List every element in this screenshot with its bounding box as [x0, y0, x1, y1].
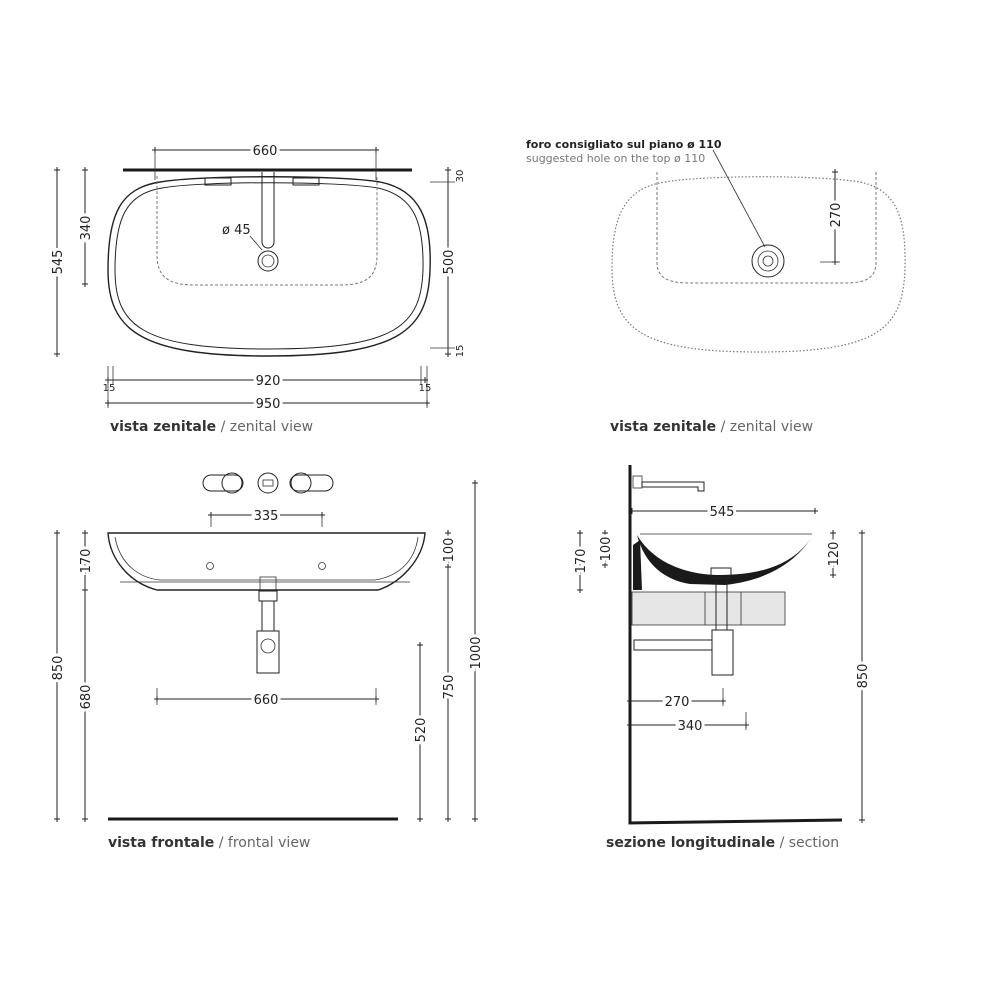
faucet-spout	[261, 172, 275, 249]
faucet-spout-side	[641, 481, 705, 492]
dim-170-section: 170	[574, 549, 589, 574]
dim-15-left: 15	[103, 383, 116, 394]
dim-270: 270	[829, 203, 844, 228]
dim-100: 100	[442, 538, 457, 563]
caption-top-view: vista zenitale / zenital view	[110, 419, 313, 435]
siphon	[256, 590, 280, 674]
dim-850: 850	[51, 656, 66, 681]
siphon-section	[633, 567, 734, 676]
dim-340: 340	[79, 216, 94, 241]
dim-335: 335	[254, 509, 279, 524]
dim-170: 170	[79, 549, 94, 574]
dim-850-section: 850	[856, 664, 871, 689]
faucet-handle-right	[292, 177, 320, 186]
faucet-handle-left	[204, 177, 232, 186]
countertop	[631, 591, 786, 626]
basin-outline	[107, 176, 431, 357]
dim-660-front: 660	[254, 693, 279, 708]
drain-icon	[257, 250, 279, 272]
dim-520: 520	[414, 718, 429, 743]
dim-680: 680	[79, 685, 94, 710]
dim-750: 750	[442, 675, 457, 700]
hole-icon	[751, 244, 785, 278]
dim-500: 500	[442, 250, 457, 275]
dim-340-section: 340	[678, 719, 703, 734]
dim-920: 920	[256, 374, 281, 389]
caption-section: sezione longitudinale / section	[606, 835, 839, 851]
dim-drain-diameter: ø 45	[222, 223, 251, 238]
dim-270-section: 270	[665, 695, 690, 710]
faucet-handle-left	[202, 474, 244, 492]
top-view-hole: foro consigliato sul piano ø 110 suggest…	[526, 138, 906, 435]
caption-front-view: vista frontale / frontal view	[108, 835, 310, 851]
caption-top-view-hole: vista zenitale / zenital view	[610, 419, 813, 435]
front-view: 335 660 850 170 680 100 750 520 1000 vis…	[48, 472, 487, 851]
section-view: 545 270 340 170 100 120 850 sezione long…	[571, 465, 874, 851]
wall-floor-line	[628, 465, 843, 825]
note-hole-it: foro consigliato sul piano ø 110	[526, 138, 722, 151]
dim-545: 545	[51, 250, 66, 275]
dim-660: 660	[253, 144, 278, 159]
note-hole-en: suggested hole on the top ø 110	[526, 152, 705, 165]
top-view: ø 45 660 545 340 500 30 15 920 15 15 950…	[48, 141, 466, 435]
faucet-spout	[257, 472, 279, 494]
faucet-handle-right	[289, 474, 334, 492]
dim-15-right-bottom: 15	[419, 383, 432, 394]
basin-section	[637, 535, 813, 585]
basin-outline-dotted	[611, 176, 906, 353]
basin-bowl-dashed	[156, 176, 378, 286]
dim-100-section: 100	[599, 537, 614, 562]
basin-front	[107, 532, 426, 591]
dim-15-right: 15	[455, 345, 466, 358]
dim-950: 950	[256, 397, 281, 412]
dim-30: 30	[455, 170, 466, 183]
dim-1000: 1000	[469, 636, 484, 669]
dim-120: 120	[827, 542, 842, 567]
dim-545-section: 545	[710, 505, 735, 520]
